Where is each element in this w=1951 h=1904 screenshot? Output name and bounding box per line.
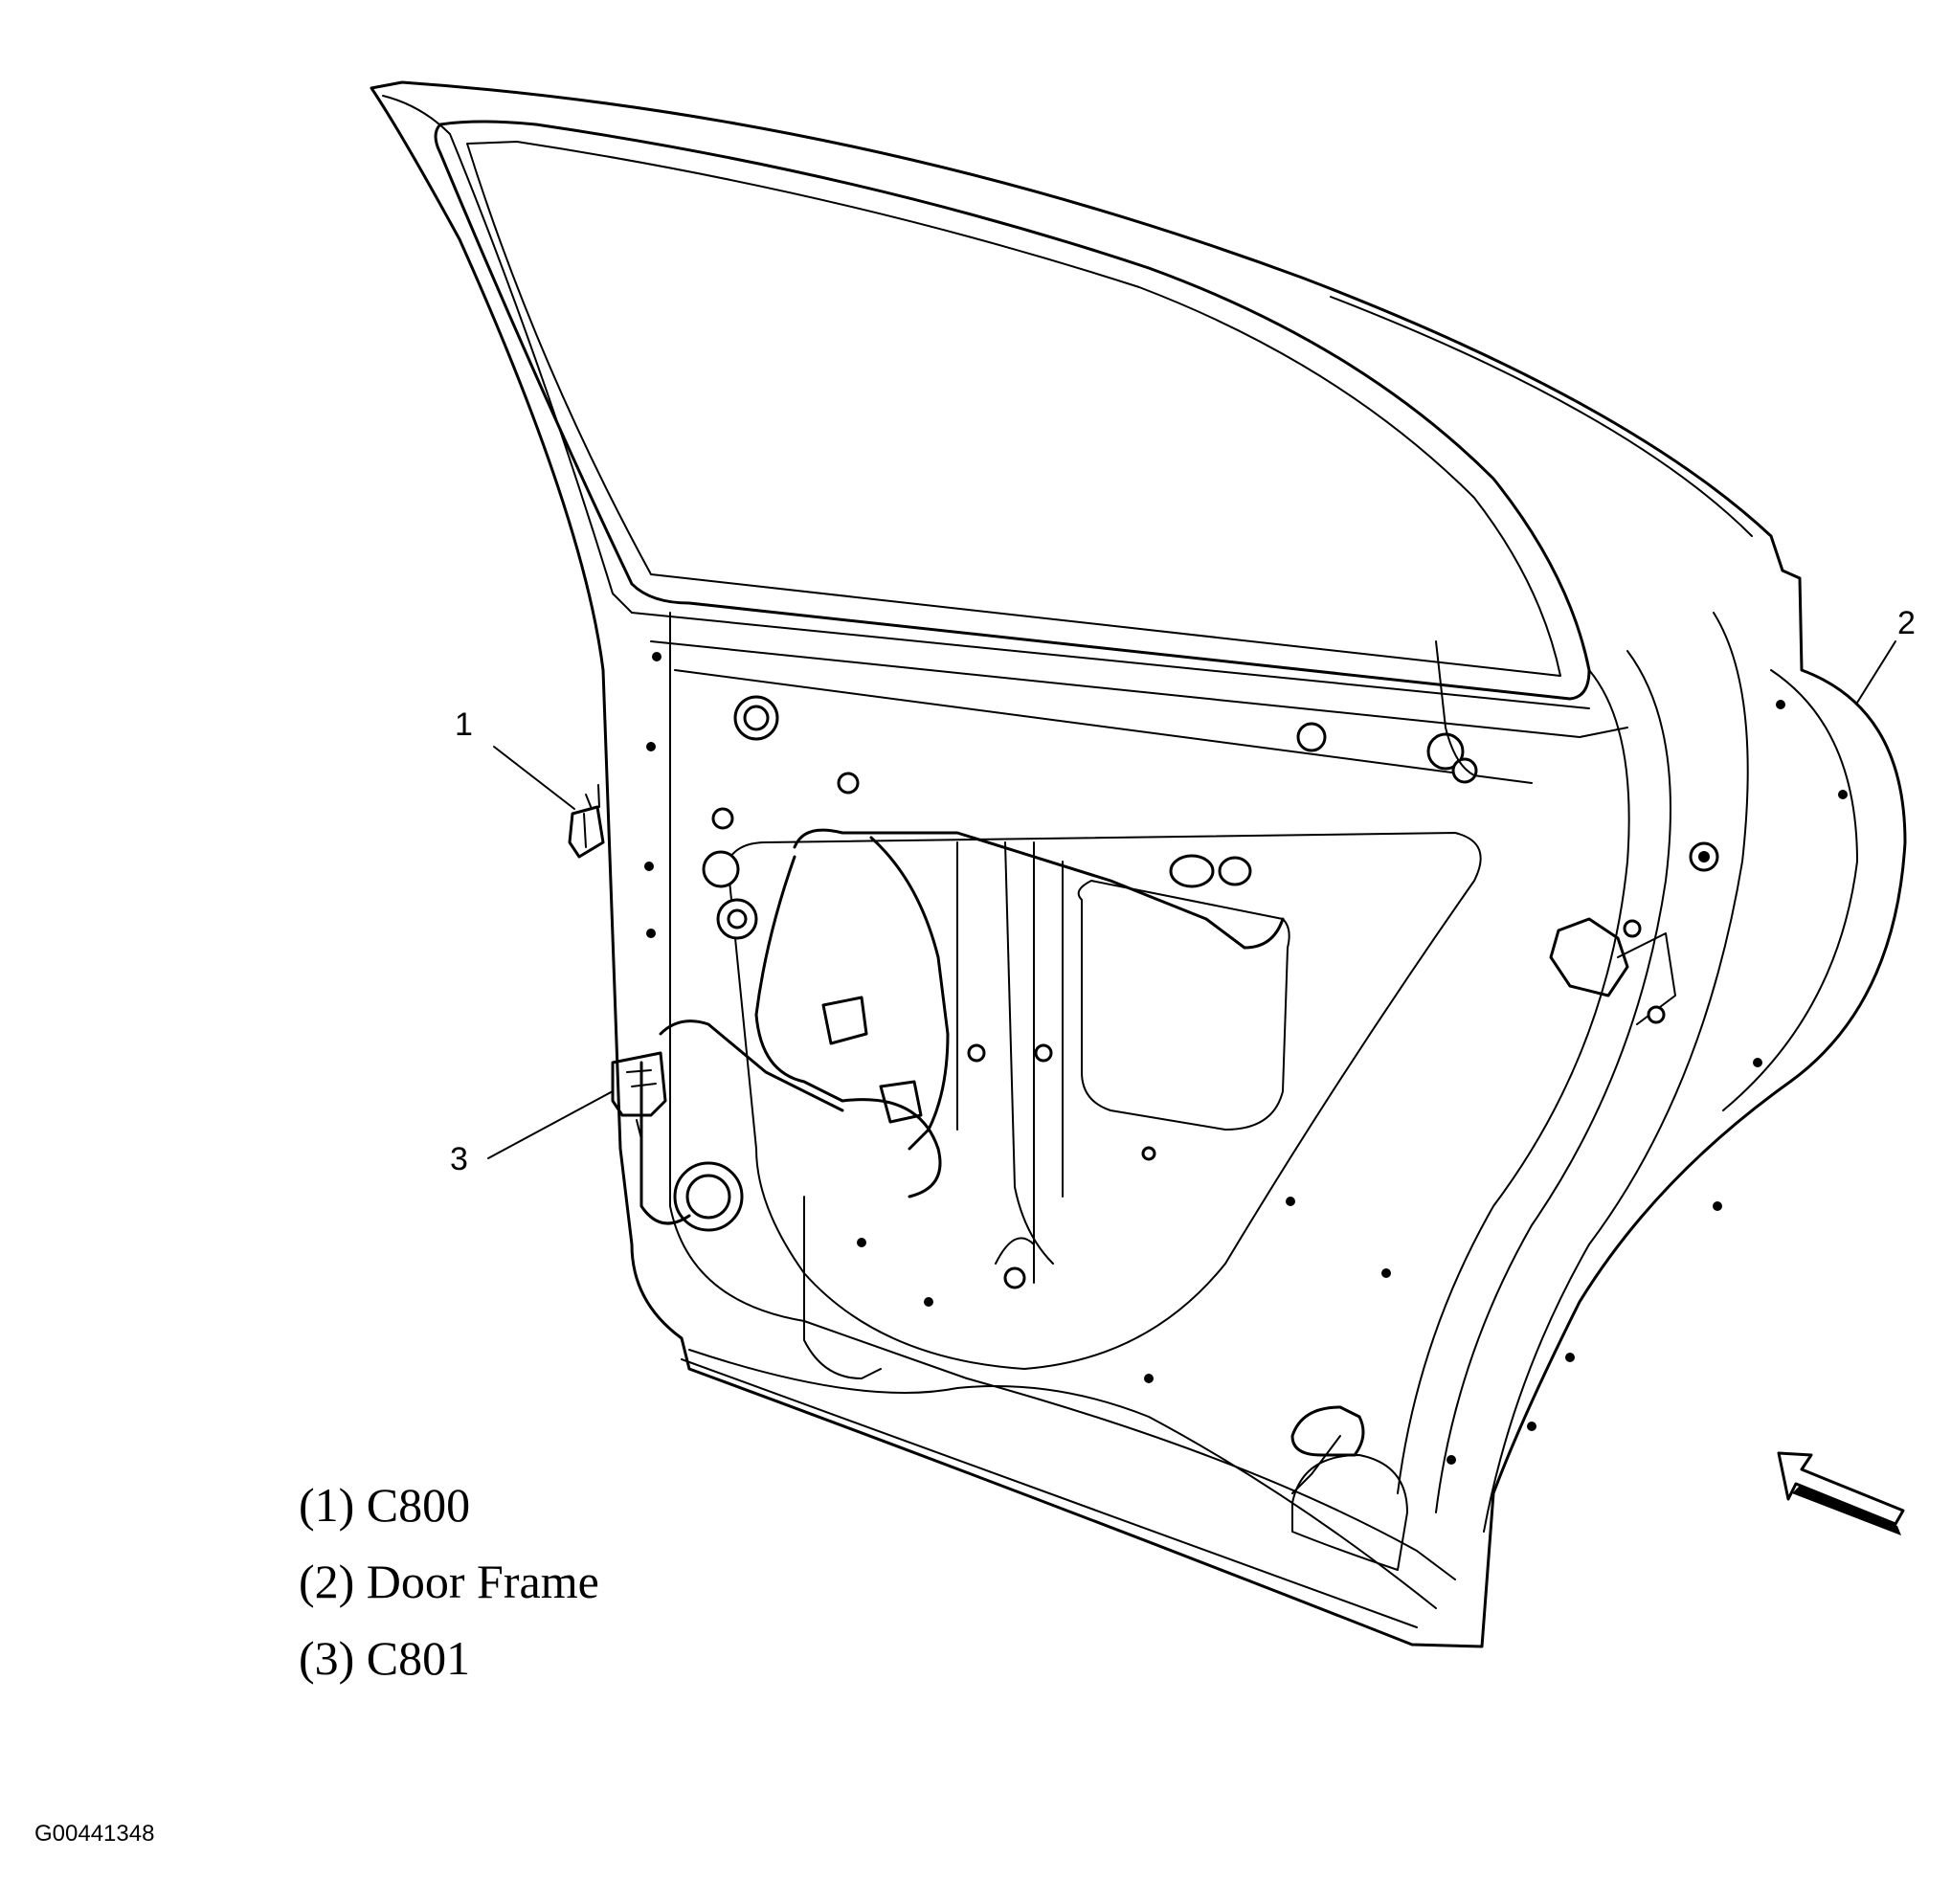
leader-lines [487,640,1896,1159]
callout-1: 1 [455,706,473,743]
connector-c800 [568,784,605,859]
figure-id: G00441348 [34,1821,155,1847]
legend-item-c801: (3) C801 [299,1631,471,1685]
callout-3: 3 [450,1141,468,1177]
connector-c801 [611,1051,667,1140]
harness-connectors [821,996,923,1124]
view-direction-arrow [1777,1451,1905,1535]
legend-item-door-frame: (2) Door Frame [299,1555,599,1608]
legend-item-c800: (1) C800 [299,1478,471,1532]
panel-holes [644,652,1848,1465]
callout-2: 2 [1897,605,1916,641]
wiring-harness [639,640,1475,1225]
legend: (1) C800 (2) Door Frame (3) C801 [299,1467,599,1696]
door-hinges [1290,917,1676,1494]
door-frame [370,80,1907,1648]
